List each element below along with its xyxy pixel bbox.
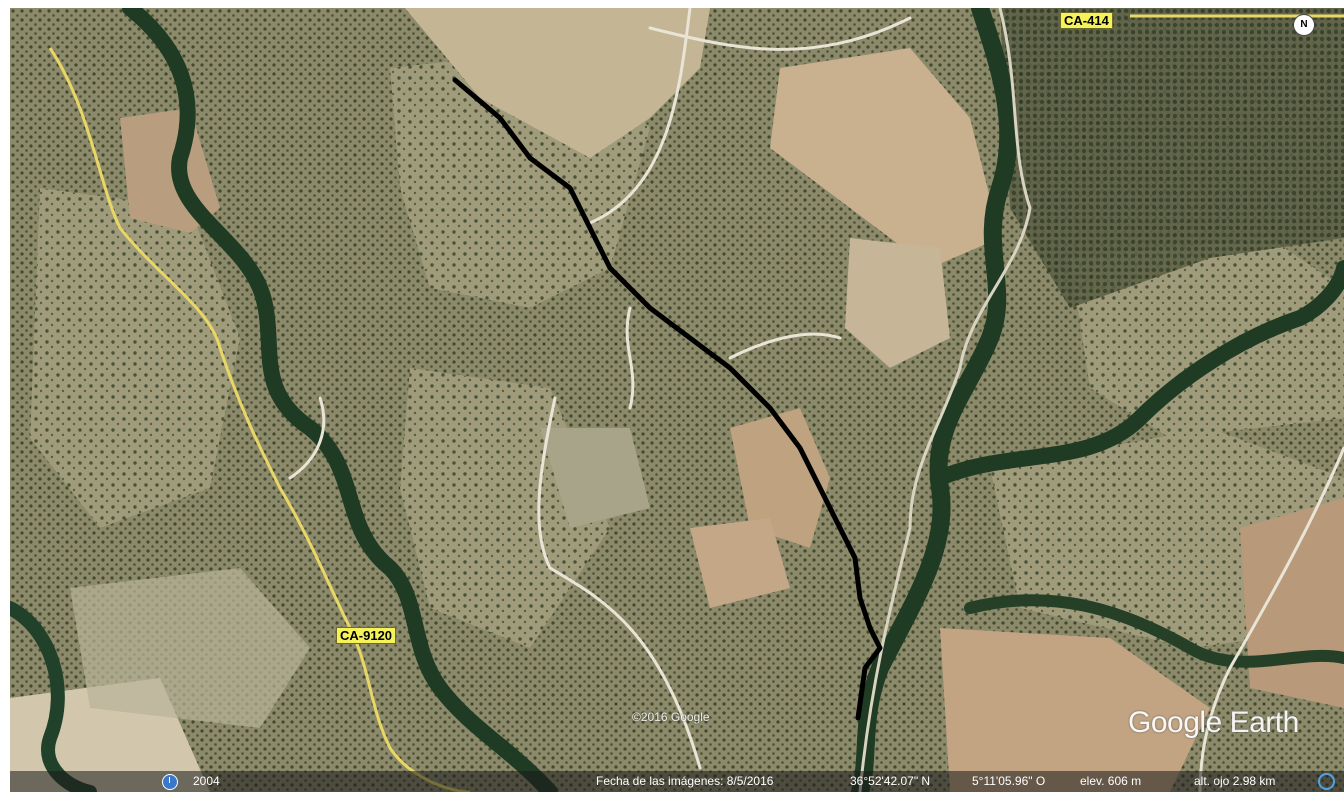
compass-north-icon[interactable]: N [1294, 15, 1314, 35]
woodland [1000, 8, 1344, 308]
elevation-readout: elev. 606 m [1080, 774, 1142, 788]
copyright-text: ©2016 Google [632, 710, 710, 724]
longitude-readout: 5°11'05.96" O [972, 774, 1046, 788]
satellite-map-view[interactable]: CA-414 CA-9120 N ©2016 Google Google Ear… [10, 8, 1344, 792]
olive-grove [30, 188, 240, 528]
olive-grove [1070, 238, 1344, 438]
bare-field [70, 568, 310, 728]
historical-imagery-clock-icon[interactable] [162, 774, 178, 790]
river-vegetation [122, 8, 558, 792]
latitude-readout: 36°52'42.07" N [850, 774, 931, 788]
bare-field [540, 428, 650, 528]
bare-field [770, 48, 1000, 268]
river-vegetation [932, 260, 1344, 486]
status-bar: 2004 Fecha de las imágenes: 8/5/2016 36°… [10, 771, 1344, 792]
historical-year: 2004 [193, 774, 220, 788]
dirt-tracks [288, 8, 1344, 792]
river-vegetation [851, 8, 1018, 792]
route-track [452, 77, 883, 721]
streaming-indicator-icon[interactable] [1318, 773, 1335, 790]
bare-field [1240, 498, 1344, 708]
google-earth-logo: Google Earth [1128, 706, 1299, 739]
imagery-date: Fecha de las imágenes: 8/5/2016 [596, 774, 774, 788]
bare-field [690, 518, 790, 608]
river-vegetation [964, 594, 1344, 668]
road-label-ca-9120: CA-9120 [336, 627, 397, 644]
bare-field [940, 628, 1210, 792]
satellite-imagery [10, 8, 1344, 792]
bare-field [405, 8, 710, 158]
bare-field [730, 408, 830, 548]
road-label-ca-414: CA-414 [1060, 12, 1113, 29]
bare-field [845, 238, 950, 368]
eye-altitude-readout: alt. ojo 2.98 km [1194, 774, 1276, 788]
road-ca-9120 [48, 47, 471, 792]
